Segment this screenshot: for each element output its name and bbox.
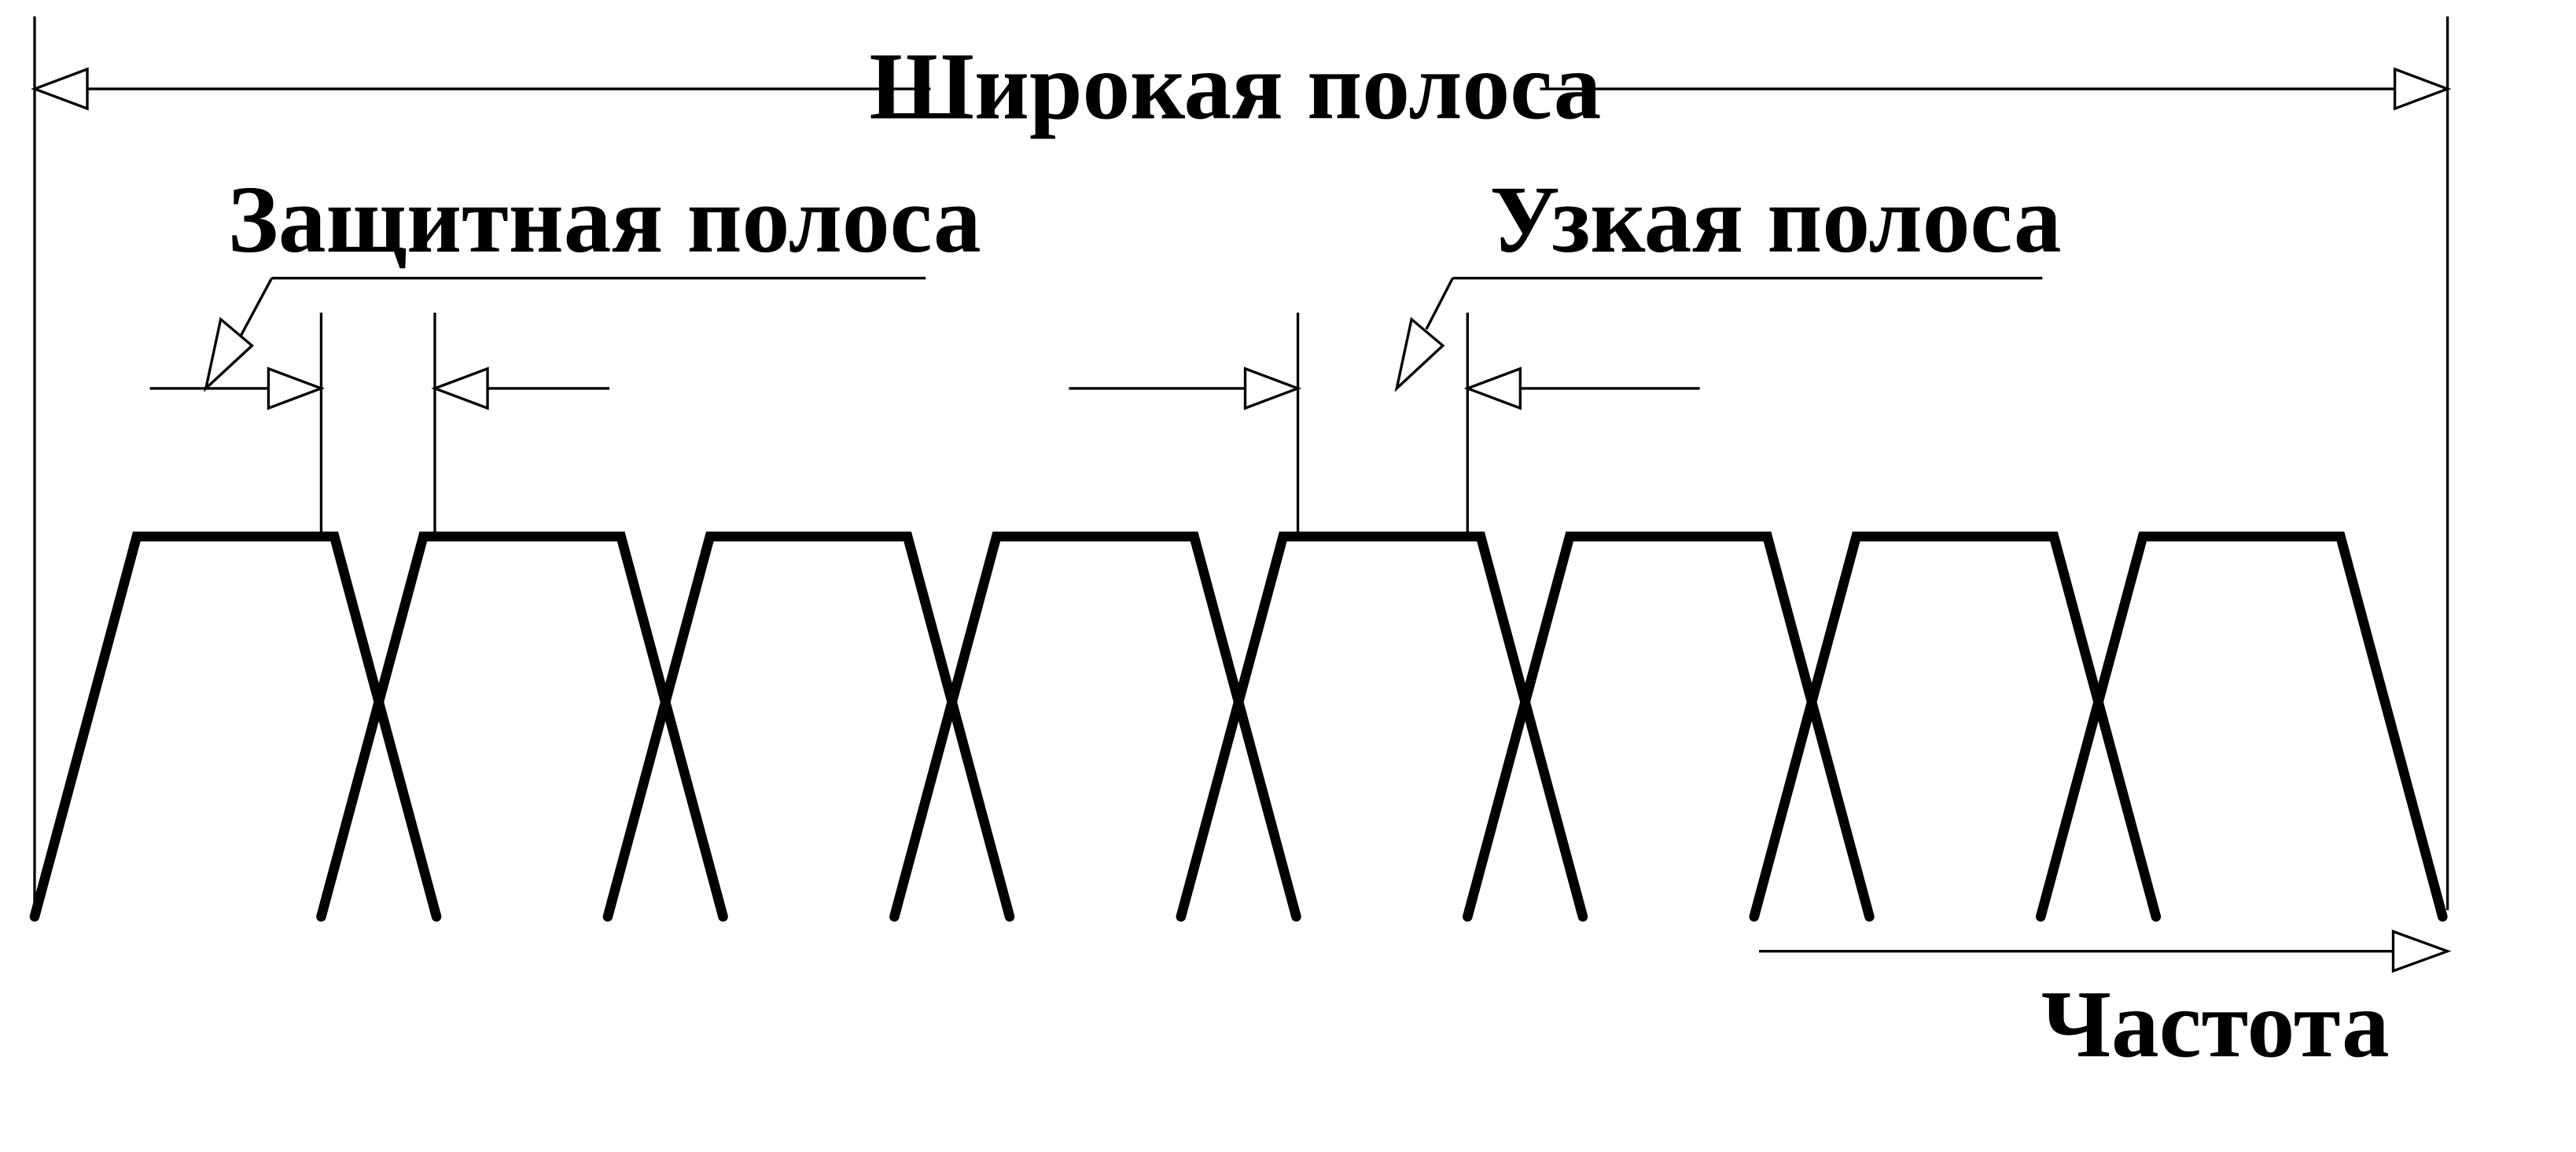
- narrow-band-right-arrowhead: [1463, 366, 1522, 410]
- subchannel-trapezoid: [889, 531, 1301, 922]
- wideband-right-arrowhead: [2393, 67, 2452, 111]
- subchannel-trapezoid: [602, 531, 1015, 922]
- subchannels: [29, 531, 2448, 922]
- guard-band-leader-arrowhead: [204, 316, 255, 392]
- subchannel-trapezoid: [1463, 531, 1875, 922]
- subchannel-trapezoid: [1176, 531, 1588, 922]
- subchannel-trapezoid: [2035, 531, 2448, 922]
- guard-band-leader: [234, 277, 274, 347]
- subchannel-trapezoid: [316, 531, 728, 922]
- wideband-dimension: Широкая полоса: [31, 16, 2452, 911]
- frequency-label: Частота: [2041, 973, 2390, 1078]
- narrow-band-label: Узкая полоса: [1489, 167, 2061, 273]
- subchannel-trapezoid: [29, 531, 442, 922]
- frequency-arrowhead: [2391, 929, 2452, 973]
- narrow-band-left-arrowhead: [1243, 366, 1302, 410]
- wideband-left-arrowhead: [31, 67, 89, 111]
- subchannel-trapezoid: [1749, 531, 2162, 922]
- wideband-label: Широкая полоса: [870, 35, 1602, 140]
- narrow-band-dimension: Узкая полоса: [1069, 167, 2062, 537]
- guard-band-label: Защитная полоса: [228, 167, 981, 273]
- frequency-axis: Частота: [1759, 929, 2452, 1078]
- narrow-band-leader: [1425, 277, 1454, 330]
- guard-band-right-arrowhead: [431, 366, 489, 410]
- guard-band-left-arrowhead: [267, 366, 326, 410]
- narrow-band-leader-arrowhead: [1394, 316, 1445, 392]
- guard-band-dimension: Защитная полоса: [149, 167, 981, 537]
